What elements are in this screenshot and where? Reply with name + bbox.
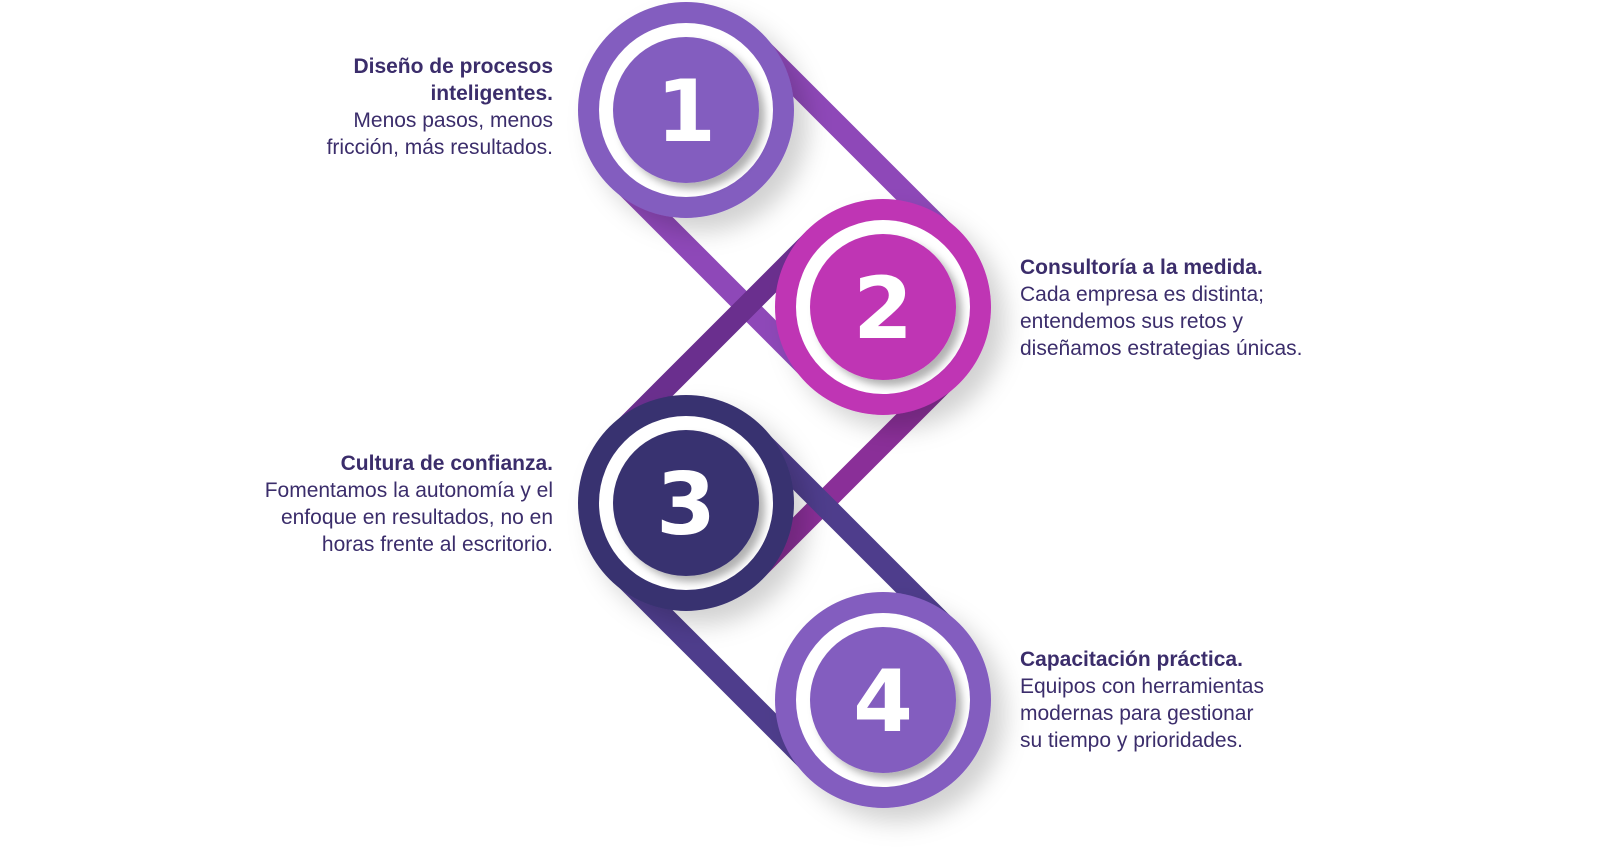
step-4-desc-3: su tiempo y prioridades.: [1020, 729, 1243, 752]
step-3-text: Cultura de confianza. Fomentamos la auto…: [265, 450, 553, 558]
step-2-badge: 2: [775, 199, 991, 415]
step-2-title: Consultoría a la medida.: [1020, 256, 1263, 279]
step-1-title: Diseño de procesos: [353, 55, 553, 78]
step-2-desc-3: diseñamos estrategias únicas.: [1020, 337, 1303, 360]
step-2-desc-2: entendemos sus retos y: [1020, 310, 1243, 333]
step-1-text: Diseño de procesos inteligentes. Menos p…: [327, 53, 553, 161]
inner-disk: [613, 430, 759, 576]
step-3-desc: Fomentamos la autonomía y el: [264, 479, 553, 502]
step-3-desc-2: enfoque en resultados, no en: [280, 506, 553, 529]
step-1-desc: Menos pasos, menos: [353, 109, 553, 132]
step-1-badge: 1: [578, 2, 794, 218]
step-4-badge: 4: [775, 592, 991, 808]
step-2-desc: Cada empresa es distinta;: [1020, 283, 1264, 306]
inner-disk: [810, 234, 956, 380]
step-2-number: 2: [853, 259, 913, 359]
step-4-desc: Equipos con herramientas: [1020, 675, 1264, 698]
step-1-number: 1: [656, 62, 716, 162]
inner-disk: [810, 627, 956, 773]
step-4-number: 4: [853, 652, 913, 752]
step-4-desc-2: modernas para gestionar: [1020, 702, 1254, 725]
inner-disk: [613, 37, 759, 183]
step-3-number: 3: [656, 455, 716, 555]
step-3-desc-3: horas frente al escritorio.: [321, 533, 553, 556]
step-1-desc-2: fricción, más resultados.: [326, 136, 553, 159]
step-1-title-2: inteligentes.: [430, 82, 553, 105]
step-2-text: Consultoría a la medida. Cada empresa es…: [1020, 254, 1303, 362]
step-3-badge: 3: [578, 395, 794, 611]
step-3-title: Cultura de confianza.: [340, 452, 553, 475]
step-4-title: Capacitación práctica.: [1020, 648, 1243, 671]
step-4-text: Capacitación práctica. Equipos con herra…: [1020, 646, 1264, 754]
